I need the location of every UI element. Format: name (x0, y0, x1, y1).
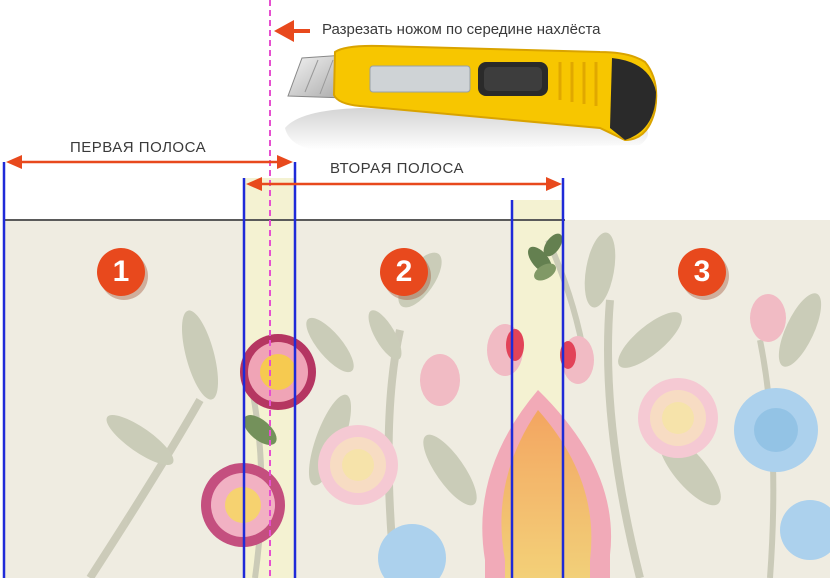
floral-pattern (86, 232, 830, 578)
strip-1-number-badge: 1 (97, 248, 145, 296)
strip-1-width-arrow (6, 155, 293, 169)
cornflower-1 (734, 388, 818, 472)
cut-instruction-label: Разрезать ножом по середине нахлёста (322, 21, 601, 38)
strip-2-width-arrow (246, 177, 562, 191)
cornflower-2 (378, 524, 446, 578)
strip-1-label: ПЕРВАЯ ПОЛОСА (70, 139, 207, 156)
arrow-left-icon (274, 20, 310, 42)
strip-3-number-badge: 3 (678, 248, 726, 296)
flower-pale-1 (318, 425, 398, 505)
flower-pale-2 (638, 378, 718, 458)
flower-bright-1 (240, 334, 316, 410)
strip-2-number-badge: 2 (380, 248, 428, 296)
utility-knife-icon (285, 44, 658, 150)
strip-borders (2, 162, 565, 578)
strip-2-label: ВТОРАЯ ПОЛОСА (330, 160, 464, 177)
cornflower-3 (780, 500, 830, 560)
